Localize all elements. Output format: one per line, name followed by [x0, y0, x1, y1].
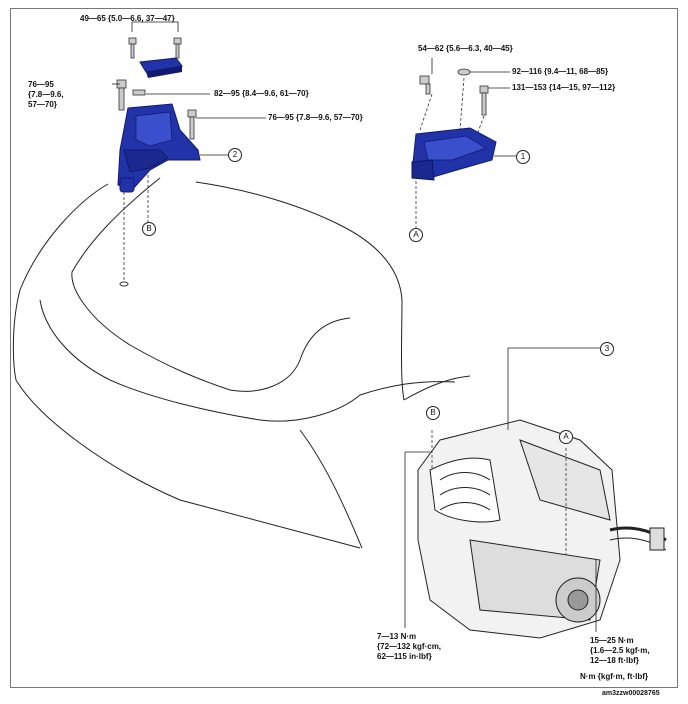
- torque-label-2a: 76—95: [28, 80, 54, 89]
- callout-3: 3: [600, 342, 614, 356]
- torque-label-9a: 15—25 N·m: [590, 636, 634, 645]
- callout-b-top: B: [142, 222, 156, 236]
- torque-label-9b: {1.6—2.5 kgf·m,: [590, 646, 650, 655]
- torque-label-7: 131—153 {14—15, 97—112}: [512, 83, 616, 92]
- document-id: am3zzw00028765: [602, 690, 660, 697]
- callout-b-engine: B: [426, 406, 440, 420]
- callout-2: 2: [228, 148, 242, 162]
- vehicle-outline: [12, 177, 471, 549]
- torque-label-3: 82—95 {8.4—9.6, 61—70}: [214, 89, 309, 98]
- dashed-guide-lines: [123, 77, 567, 555]
- callout-a-engine: A: [559, 430, 573, 444]
- torque-label-8b: {72—132 kgf·cm,: [377, 642, 442, 651]
- torque-label-8a: 7—13 N·m: [377, 632, 417, 641]
- engine-assembly-3: [417, 419, 667, 639]
- bolt-hole-marker: [119, 281, 129, 287]
- torque-label-2b: {7.8—9.6,: [28, 90, 64, 99]
- torque-label-4: 76—95 {7.8—9.6, 57—70}: [268, 113, 363, 122]
- bolts-right: [419, 68, 489, 116]
- torque-label-8c: 62—115 in·lbf}: [377, 652, 432, 661]
- torque-label-2c: 57—70}: [28, 100, 57, 109]
- engine-mount-left-2: [117, 57, 201, 193]
- torque-label-1: 49—65 {5.0—6.6, 37—47}: [80, 14, 175, 23]
- torque-label-9c: 12—18 ft·lbf}: [590, 656, 639, 665]
- unit-note: N·m {kgf·m, ft·lbf}: [580, 672, 648, 681]
- callout-a-top: A: [409, 228, 423, 242]
- leader-lines: [112, 21, 600, 632]
- torque-label-5: 54—62 {5.6—6.3, 40—45}: [418, 44, 513, 53]
- torque-label-6: 92—116 {9.4—11, 68—85}: [512, 67, 609, 76]
- engine-mount-right-1: [411, 127, 497, 181]
- callout-1: 1: [516, 150, 530, 164]
- bolts-left: [116, 37, 197, 140]
